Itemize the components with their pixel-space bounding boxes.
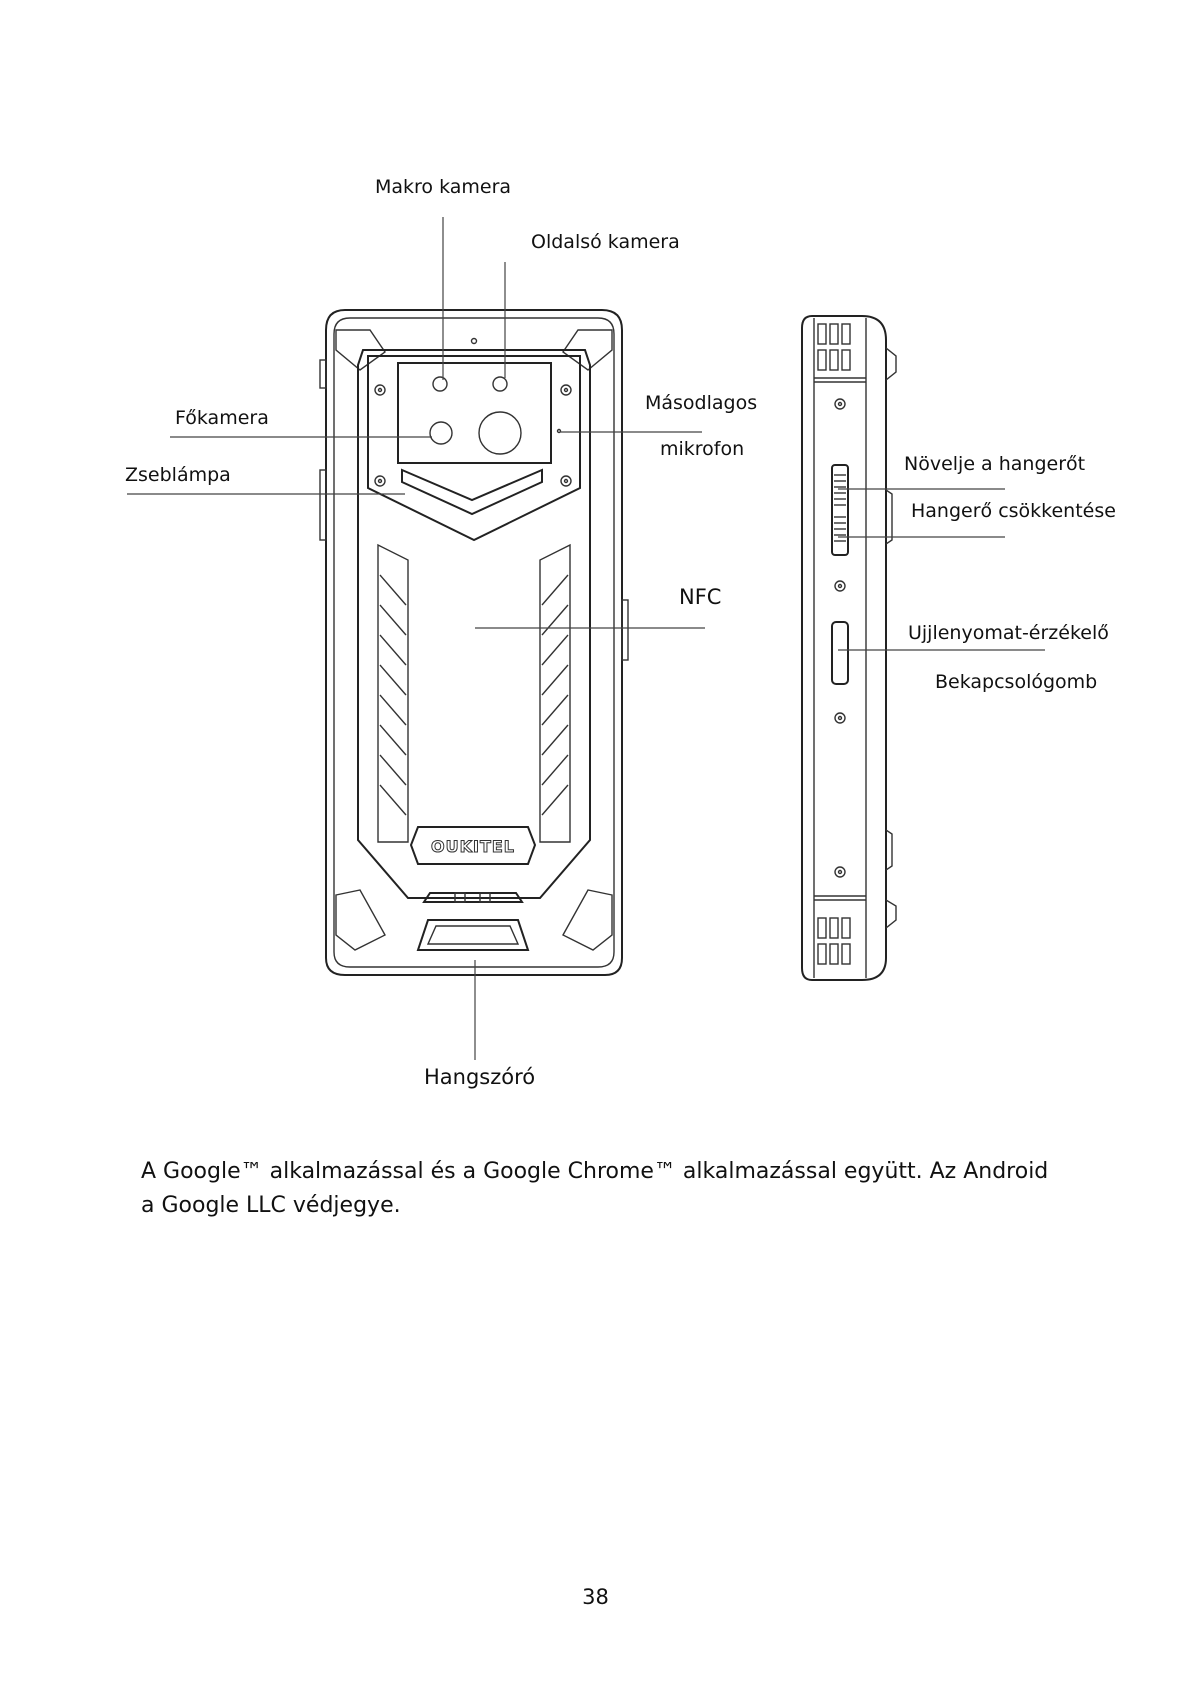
page-number: 38 <box>0 1585 1191 1609</box>
label-speaker: Hangszóró <box>424 1067 535 1088</box>
label-flashlight: Zseblámpa <box>125 466 231 485</box>
phone-side-view <box>802 316 896 980</box>
label-side-camera: Oldalsó kamera <box>531 233 680 252</box>
label-volume-up: Növelje a hangerőt <box>904 455 1085 474</box>
label-secondary-mic-line1: Másodlagos <box>645 394 757 413</box>
trademark-note: A Google™ alkalmazással és a Google Chro… <box>141 1155 1061 1223</box>
label-secondary-mic-line2: mikrofon <box>660 440 744 459</box>
label-macro-camera: Makro kamera <box>375 178 511 197</box>
label-main-camera: Főkamera <box>175 409 269 428</box>
phone-back-view: OUKITEL <box>320 310 628 975</box>
label-power-button: Bekapcsológomb <box>935 673 1097 692</box>
label-nfc: NFC <box>679 587 721 608</box>
label-volume-down: Hangerő csökkentése <box>911 502 1116 521</box>
label-fingerprint-sensor: Ujjlenyomat-érzékelő <box>908 624 1109 643</box>
svg-text:OUKITEL: OUKITEL <box>431 837 515 856</box>
